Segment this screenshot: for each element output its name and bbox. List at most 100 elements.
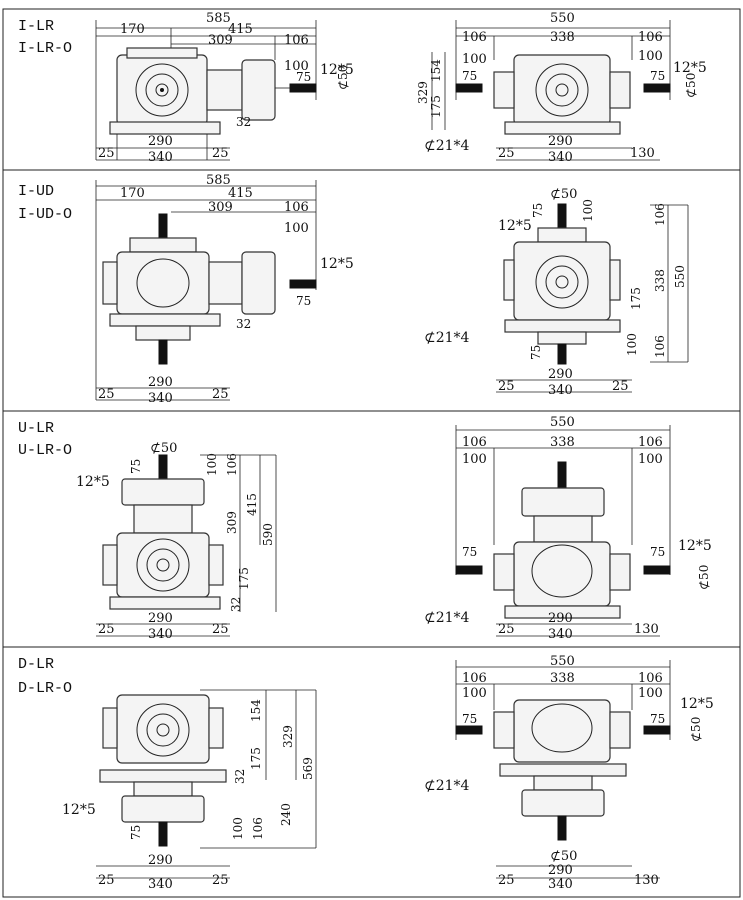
dim-340-2: 340 xyxy=(148,391,173,406)
key-note: 12*5 xyxy=(320,62,354,78)
dim-175: 175 xyxy=(429,95,443,118)
dim-100-r: 100 xyxy=(638,49,663,64)
dim-170-2: 170 xyxy=(120,186,145,201)
panel-label-2b: I-UD-O xyxy=(18,206,72,223)
shaft-dia-4r: ⊄50 xyxy=(689,717,703,742)
dim-290-4: 290 xyxy=(148,853,173,868)
vdim3-309: 309 xyxy=(225,511,239,534)
bolt-note-4: ⊄21*4 xyxy=(424,778,470,794)
key-note-2: 12*5 xyxy=(320,256,354,272)
dim-75-4l: 75 xyxy=(462,712,477,726)
dim-25-4rl: 25 xyxy=(498,873,515,888)
dim-75-3r: 75 xyxy=(650,545,665,559)
dim-100-3r: 100 xyxy=(638,452,663,467)
dim-25-3l: 25 xyxy=(98,622,115,637)
panel-label-1b: I-LR-O xyxy=(18,40,72,57)
vdim-338: 338 xyxy=(653,269,667,292)
dim-340: 340 xyxy=(148,150,173,165)
dim-25-2rl: 25 xyxy=(498,379,515,394)
panel-u-lr: U-LR U-LR-O ⊄50 12*5 75 100 106 415 309 … xyxy=(18,415,712,642)
key-note-3r: 12*5 xyxy=(678,538,712,554)
panel-label-3b: U-LR-O xyxy=(18,442,72,459)
vdim4-175: 175 xyxy=(249,747,263,770)
vdim-550: 550 xyxy=(673,265,687,288)
vdim3-590: 590 xyxy=(261,523,275,546)
bolt-note: ⊄21*4 xyxy=(424,138,470,154)
shaft-dia-3r: ⊄50 xyxy=(697,565,711,590)
dim-415: 415 xyxy=(228,22,253,37)
vdim-175: 175 xyxy=(629,287,643,310)
view-i-lr-front: 585 170 415 309 106 100 75 12*5 ⊄50 32 xyxy=(95,11,354,165)
dim-309-2: 309 xyxy=(208,200,233,215)
shaft-dia-2: ⊄50 xyxy=(550,187,577,202)
dim-106-r: 106 xyxy=(638,30,663,45)
key-note-r: 12*5 xyxy=(673,60,707,76)
key-note-2r: 12*5 xyxy=(498,218,532,234)
sheet-border xyxy=(2,8,741,898)
vdim3-415: 415 xyxy=(245,493,259,516)
dim-75-4r: 75 xyxy=(650,712,665,726)
dim-130-3: 130 xyxy=(634,622,659,637)
dim-154: 154 xyxy=(429,59,443,82)
vdim-75: 75 xyxy=(531,203,545,218)
dim-100: 100 xyxy=(284,59,309,74)
panel-label-4a: D-LR xyxy=(18,656,54,673)
vdim4-106: 106 xyxy=(251,817,265,840)
vdim4-75: 75 xyxy=(129,825,143,840)
dim-100-4r: 100 xyxy=(638,686,663,701)
side-dim-2: 32 xyxy=(236,317,251,331)
vdim-100b: 100 xyxy=(625,333,639,356)
key-note-3: 12*5 xyxy=(76,474,110,490)
dim-340-3r: 340 xyxy=(548,627,573,642)
dim-550: 550 xyxy=(550,11,575,26)
bolt-note-2: ⊄21*4 xyxy=(424,330,470,346)
dim-25-3rl: 25 xyxy=(498,622,515,637)
dim-338-4: 338 xyxy=(550,671,575,686)
panel-d-lr: D-LR D-LR-O 154 329 175 569 32 240 100 1… xyxy=(18,654,714,892)
dim-340-4: 340 xyxy=(148,877,173,892)
dim-25-2r: 25 xyxy=(212,387,229,402)
dim-338-3: 338 xyxy=(550,435,575,450)
dim-340-3: 340 xyxy=(148,627,173,642)
dim-106-4l: 106 xyxy=(462,671,487,686)
panel-label-2a: I-UD xyxy=(18,183,54,200)
dim-130: 130 xyxy=(630,146,655,161)
vdim4-240: 240 xyxy=(279,803,293,826)
dim-340-r: 340 xyxy=(548,150,573,165)
panel-label-3a: U-LR xyxy=(18,420,54,437)
view-i-ud-front: 585 170 415 309 106 100 75 12*5 32 290 2… xyxy=(95,173,354,406)
shaft-dia-r: ⊄50 xyxy=(684,73,698,98)
dim-100-2: 100 xyxy=(284,221,309,236)
dim-290-r: 290 xyxy=(548,134,573,149)
vdim3-32: 32 xyxy=(229,597,243,612)
vdim4-100: 100 xyxy=(231,817,245,840)
dim-100-3l: 100 xyxy=(462,452,487,467)
dim-106: 106 xyxy=(284,33,309,48)
side-dim: 32 xyxy=(236,115,251,129)
dim-130-4: 130 xyxy=(634,873,659,888)
dim-25-4r: 25 xyxy=(212,873,229,888)
view-u-lr-front: ⊄50 12*5 75 100 106 415 309 590 175 32 xyxy=(76,441,277,642)
vdim3-100: 100 xyxy=(205,453,219,476)
view-i-lr-side: 550 106 338 106 100 100 75 75 12*5 ⊄50 3… xyxy=(416,11,707,165)
dim-550-3: 550 xyxy=(550,415,575,430)
dim-106-3l: 106 xyxy=(462,435,487,450)
dim-25-2rr: 25 xyxy=(612,379,629,394)
view-d-lr-front: 154 329 175 569 32 240 100 106 75 12*5 xyxy=(62,689,317,892)
dim-290-4r: 290 xyxy=(548,863,573,878)
vdim4-32: 32 xyxy=(233,769,247,784)
panel-label-1a: I-LR xyxy=(18,18,54,35)
dim-25-3r: 25 xyxy=(212,622,229,637)
key-note-4: 12*5 xyxy=(62,802,96,818)
dim-329: 329 xyxy=(416,81,430,104)
dim-340-2r: 340 xyxy=(548,383,573,398)
dim-415-2: 415 xyxy=(228,186,253,201)
vdim-75b: 75 xyxy=(529,345,543,360)
dim-75: 75 xyxy=(296,70,311,84)
dim-106-3r: 106 xyxy=(638,435,663,450)
vdim4-329: 329 xyxy=(281,725,295,748)
dim-338: 338 xyxy=(550,30,575,45)
dim-25-4l: 25 xyxy=(98,873,115,888)
vdim-106: 106 xyxy=(653,203,667,226)
